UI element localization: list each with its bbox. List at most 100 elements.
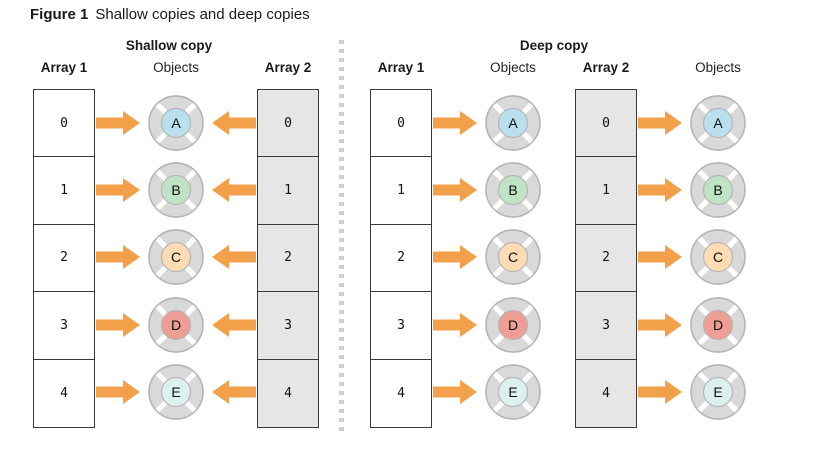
object-node[interactable]: B (478, 156, 548, 223)
reference-arrow-right (433, 156, 477, 223)
object-circle-icon: E (689, 363, 747, 421)
object-node[interactable]: A (141, 89, 211, 156)
reference-arrow-right (638, 89, 682, 156)
object-node[interactable]: D (141, 291, 211, 358)
array-cell[interactable]: 4 (371, 359, 431, 427)
reference-arrow-right (96, 89, 140, 156)
reference-arrow-left (212, 224, 256, 291)
panel-divider (339, 40, 344, 435)
object-label: B (171, 182, 181, 199)
object-circle-icon: E (484, 363, 542, 421)
object-label: A (508, 114, 518, 131)
array-cell[interactable]: 3 (576, 292, 636, 360)
array-cell[interactable]: 0 (34, 90, 94, 158)
array-cell[interactable]: 1 (34, 157, 94, 225)
figure-caption: Figure 1 Shallow copies and deep copies (30, 5, 310, 25)
array-cell[interactable]: 4 (576, 359, 636, 427)
object-node[interactable]: D (683, 291, 753, 358)
object-circle-icon: D (484, 296, 542, 354)
object-node[interactable]: A (683, 89, 753, 156)
object-node[interactable]: B (683, 156, 753, 223)
object-label: E (713, 384, 723, 401)
object-circle-icon: D (689, 296, 747, 354)
reference-arrow-right (96, 156, 140, 223)
panel-shallow-copy-title: Shallow copy (125, 38, 213, 53)
figure-label: Figure 1 (30, 6, 89, 23)
object-node[interactable]: B (141, 156, 211, 223)
reference-arrow-left (212, 359, 256, 426)
array-cell[interactable]: 2 (371, 224, 431, 293)
object-node[interactable]: E (683, 359, 753, 426)
array-cell[interactable]: 2 (258, 224, 318, 293)
object-node[interactable]: E (141, 359, 211, 426)
object-circle-icon: E (147, 363, 205, 421)
object-label: A (171, 114, 181, 131)
object-label: D (507, 316, 519, 333)
object-node[interactable]: C (683, 224, 753, 291)
array-cell[interactable]: 4 (34, 359, 94, 427)
reference-arrow-right (96, 359, 140, 426)
array-cell[interactable]: 1 (258, 157, 318, 225)
array-cell[interactable]: 2 (34, 224, 94, 293)
reference-arrow-right (638, 156, 682, 223)
heading-deep-array-2: Array 2 (582, 60, 630, 75)
array-cell[interactable]: 3 (34, 292, 94, 360)
object-label: C (507, 249, 519, 266)
heading-deep-array-1: Array 1 (377, 60, 425, 75)
reference-arrow-left (212, 89, 256, 156)
object-label: E (171, 384, 181, 401)
object-circle-icon: C (147, 228, 205, 286)
object-circle-icon: B (147, 161, 205, 219)
reference-arrow-right (433, 224, 477, 291)
object-circle-icon: C (484, 228, 542, 286)
reference-arrow-right (96, 291, 140, 358)
reference-arrow-left (212, 156, 256, 223)
heading-shallow-array-1: Array 1 (40, 60, 88, 75)
object-circle-icon: B (689, 161, 747, 219)
array-cell[interactable]: 0 (258, 90, 318, 158)
heading-deep-objects-2: Objects (695, 60, 741, 75)
array-cell[interactable]: 0 (371, 90, 431, 158)
object-label: B (508, 182, 518, 199)
heading-shallow-array-2: Array 2 (264, 60, 312, 75)
array-cell[interactable]: 0 (576, 90, 636, 158)
object-circle-icon: A (484, 94, 542, 152)
object-node[interactable]: C (141, 224, 211, 291)
reference-arrow-right (638, 291, 682, 358)
reference-arrow-right (96, 224, 140, 291)
reference-arrow-right (433, 89, 477, 156)
object-circle-icon: B (484, 161, 542, 219)
array-cell[interactable]: 1 (576, 157, 636, 225)
object-circle-icon: C (689, 228, 747, 286)
reference-arrow-right (433, 291, 477, 358)
reference-arrow-right (638, 224, 682, 291)
object-label: B (713, 182, 723, 199)
object-circle-icon: A (147, 94, 205, 152)
object-node[interactable]: A (478, 89, 548, 156)
array-cell[interactable]: 2 (576, 224, 636, 293)
object-circle-icon: A (689, 94, 747, 152)
array-cell[interactable]: 1 (371, 157, 431, 225)
heading-deep-objects-1: Objects (490, 60, 536, 75)
reference-arrow-right (638, 359, 682, 426)
object-circle-icon: D (147, 296, 205, 354)
object-label: A (713, 114, 723, 131)
heading-shallow-objects: Objects (153, 60, 199, 75)
figure-title: Shallow copies and deep copies (95, 6, 310, 23)
reference-arrow-right (433, 359, 477, 426)
object-label: D (170, 316, 182, 333)
array-cell[interactable]: 3 (371, 292, 431, 360)
array-cell[interactable]: 3 (258, 292, 318, 360)
object-node[interactable]: E (478, 359, 548, 426)
object-label: C (170, 249, 182, 266)
object-node[interactable]: C (478, 224, 548, 291)
array-cell[interactable]: 4 (258, 359, 318, 427)
reference-arrow-left (212, 291, 256, 358)
object-node[interactable]: D (478, 291, 548, 358)
